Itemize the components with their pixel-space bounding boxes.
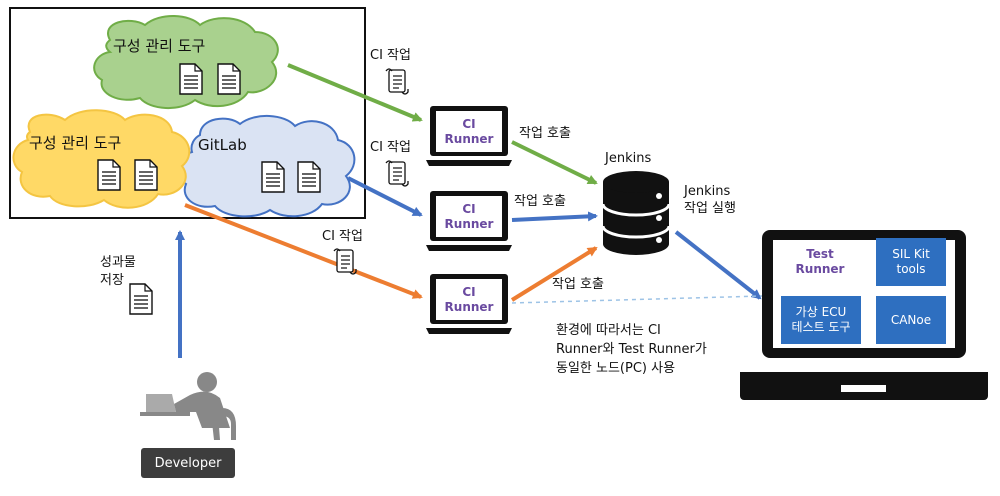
arrow-blue-to-runner2 [347, 176, 423, 217]
document-icon [179, 63, 203, 95]
test-node-laptop [740, 230, 988, 400]
jenkins-server-icon [601, 171, 671, 255]
document-icon [297, 161, 321, 193]
document-icon [97, 159, 121, 191]
canoe-box: CANoe [876, 296, 946, 344]
gitlab-label: GitLab [198, 136, 247, 154]
ci-job-label-2: CI 작업 [370, 140, 411, 155]
ci-job-scroll-icon [333, 248, 357, 275]
document-icon [134, 159, 158, 191]
job-call-label-3: 작업 호출 [552, 277, 604, 292]
arrow-runner1-to-jenkins [511, 140, 598, 185]
cloud-left-label: 구성 관리 도구 [29, 134, 122, 152]
cloud-top-label: 구성 관리 도구 [113, 37, 206, 55]
ci-job-scroll-icon [385, 68, 409, 95]
job-call-label-1: 작업 호출 [519, 126, 571, 141]
document-icon [217, 63, 241, 95]
dashed-same-node-line [511, 295, 763, 304]
developer-label: Developer [141, 448, 235, 478]
document-icon [261, 161, 285, 193]
ci-job-label-3: CI 작업 [322, 229, 363, 244]
repo-group-box [9, 7, 366, 219]
arrow-jenkins-to-test-node [674, 230, 762, 300]
ci-job-label-1: CI 작업 [370, 48, 411, 63]
cloud-config-tool-left [12, 109, 191, 209]
jenkins-label: Jenkins [605, 151, 652, 166]
arrow-runner2-to-jenkins [511, 211, 598, 222]
arrow-orange-to-runner3 [184, 203, 423, 299]
job-call-label-2: 작업 호출 [514, 194, 566, 209]
developer-person-icon [140, 372, 236, 440]
ci-job-scroll-icon [385, 160, 409, 187]
arrow-runner3-to-jenkins [510, 246, 598, 302]
arrow-green-to-runner1 [287, 63, 423, 122]
